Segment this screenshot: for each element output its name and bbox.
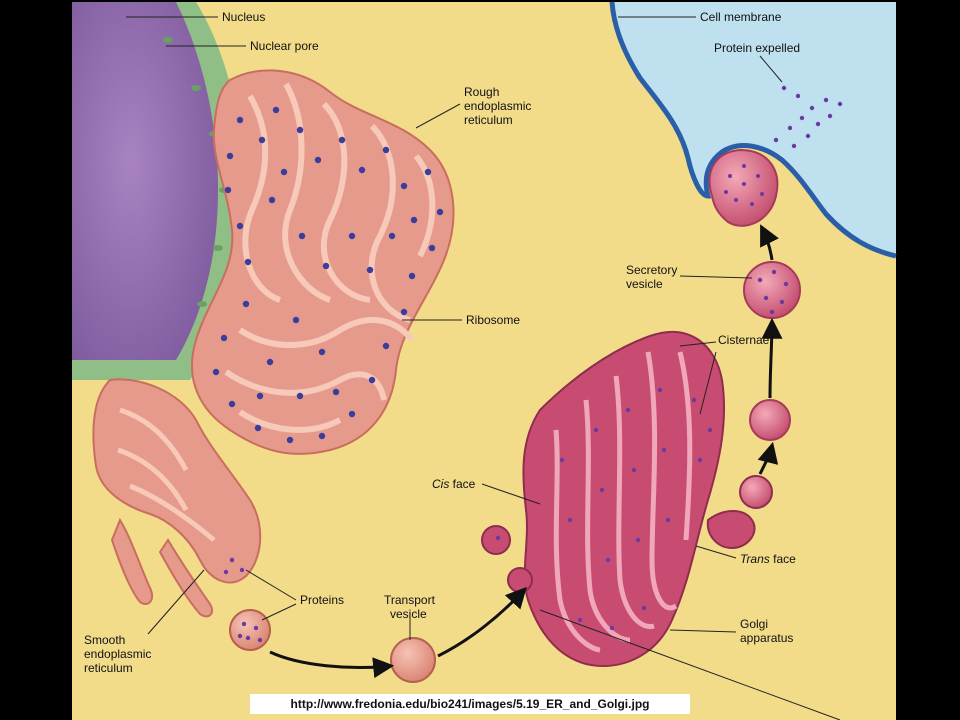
label-cisternae: Cisternae xyxy=(718,333,770,347)
cis-vesicle-2 xyxy=(507,567,533,593)
label-smooth-er-line2: endoplasmic xyxy=(84,647,151,661)
label-rough-er-line1: Rough xyxy=(464,85,499,99)
trans-vesicle xyxy=(739,475,773,509)
smooth-er xyxy=(92,378,262,618)
label-trans-face: Trans face xyxy=(740,552,796,566)
label-cis-face-rest: face xyxy=(449,477,475,491)
label-proteins: Proteins xyxy=(300,593,344,607)
label-secretory-vesicle-line1: Secretory xyxy=(626,263,677,277)
secretory-proteins xyxy=(757,269,789,315)
rough-er-body xyxy=(191,69,455,455)
exocytosis-vesicle xyxy=(708,148,779,227)
label-smooth-er-line1: Smooth xyxy=(84,633,125,647)
label-cis-face-italic: Cis xyxy=(432,477,449,491)
label-rough-er-line2: endoplasmic xyxy=(464,99,531,113)
golgi-proteins xyxy=(495,387,713,631)
nucleus xyxy=(72,2,218,360)
proteins-in-er xyxy=(223,557,245,575)
secretory-vesicle xyxy=(743,261,801,319)
protein-dots-in-cup xyxy=(724,164,764,206)
source-url: http://www.fredonia.edu/bio241/images/5.… xyxy=(250,694,690,714)
label-secretory-vesicle-line2: vesicle xyxy=(626,277,663,291)
nuclear-pores xyxy=(163,37,229,307)
arrow-vesicle-to-golgi xyxy=(437,586,527,658)
label-nucleus: Nucleus xyxy=(222,10,265,24)
pathway-arrows xyxy=(269,224,783,679)
label-golgi-line2: apparatus xyxy=(740,631,793,645)
label-trans-face-rest: face xyxy=(770,552,796,566)
nucleus-group xyxy=(72,2,244,380)
arrow-er-to-vesicle xyxy=(269,650,395,679)
arrow-to-exocytosis xyxy=(760,224,779,261)
label-ribosome: Ribosome xyxy=(466,313,520,327)
cis-vesicle xyxy=(481,525,511,555)
arrow-to-secretory xyxy=(757,441,779,475)
label-cis-face: Cis face xyxy=(432,477,476,491)
vesicle-proteins xyxy=(237,621,263,643)
secretory-vesicle-small xyxy=(749,399,791,441)
rough-er xyxy=(191,69,455,455)
transport-vesicles xyxy=(229,609,436,683)
label-rough-er-line3: reticulum xyxy=(464,113,513,127)
rough-er-lumen xyxy=(224,82,436,433)
trans-bud xyxy=(706,510,756,550)
arrow-to-membrane xyxy=(761,317,783,399)
smooth-er-tube xyxy=(110,517,154,606)
leader-lines xyxy=(126,16,841,720)
label-nuclear-pore: Nuclear pore xyxy=(250,39,319,53)
golgi-body xyxy=(522,330,726,668)
budding-vesicle xyxy=(229,609,271,651)
transport-vesicle xyxy=(390,637,436,683)
smooth-er-lumen xyxy=(117,407,216,542)
label-transport-vesicle-line1: Transport xyxy=(384,593,436,607)
extracellular-space xyxy=(612,2,896,256)
label-transport-vesicle-line2: vesicle xyxy=(390,607,427,621)
golgi-apparatus xyxy=(481,330,773,668)
smooth-er-tube-2 xyxy=(158,538,214,618)
label-protein-expelled: Protein expelled xyxy=(714,41,800,55)
label-cell-membrane: Cell membrane xyxy=(700,10,782,24)
label-golgi-line1: Golgi xyxy=(740,617,768,631)
label-trans-face-italic: Trans xyxy=(740,552,770,566)
protein-expelled-dots xyxy=(773,85,843,149)
smooth-er-body xyxy=(92,378,262,584)
labels: Nucleus Nuclear pore Rough endoplasmic r… xyxy=(84,10,800,675)
ribosomes xyxy=(212,106,444,444)
golgi-cisternae-lumen xyxy=(553,351,693,653)
label-smooth-er-line3: reticulum xyxy=(84,661,133,675)
cell-membrane xyxy=(609,1,897,259)
